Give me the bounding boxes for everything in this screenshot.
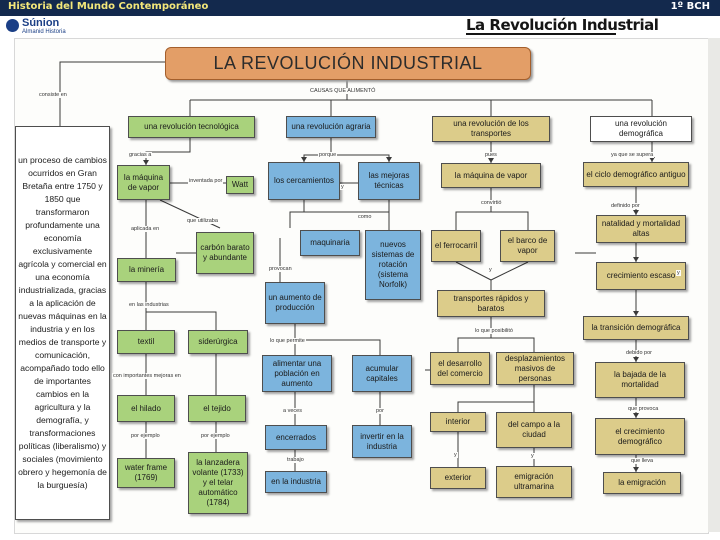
course-level: 1º BCH (670, 1, 710, 12)
link-label: provocan (268, 266, 293, 272)
map-title-banner: LA REVOLUCIÓN INDUSTRIAL (165, 47, 531, 80)
link-label: con importantes mejoras en (112, 373, 182, 379)
node-technical-improvements: las mejoras técnicas (358, 162, 420, 200)
node-fast-cheap-transport: transportes rápidos y baratos (437, 290, 545, 317)
node-invest-industry: invertir en la industria (352, 425, 412, 458)
link-label: que provoca (627, 406, 660, 412)
definition-node: un proceso de cambios ocurridos en Gran … (15, 126, 110, 520)
link-label: que lleva (630, 458, 655, 464)
node-flying-shuttle: la lanzadera volante (1733) y el telar a… (188, 452, 248, 514)
node-textile: textil (117, 330, 175, 354)
link-label: debido por (625, 350, 653, 356)
link-label: en las industrias (128, 302, 170, 308)
node-in-industry: en la industria (265, 471, 327, 493)
map-title: LA REVOLUCIÓN INDUSTRIAL (213, 53, 483, 73)
node-technological-revolution: una revolución tecnológica (128, 116, 255, 138)
link-label: gracias a (128, 152, 153, 158)
title-underline (466, 33, 616, 35)
link-label: ya que se supera (610, 152, 655, 158)
node-accumulate-capital: acumular capitales (352, 355, 412, 392)
link-label: pues (484, 152, 498, 158)
node-emigration: la emigración (603, 472, 681, 494)
link-label: y (453, 452, 458, 458)
link-label: inventada por (188, 178, 224, 184)
logo-subtitle: Almanid Historia (22, 29, 66, 35)
logo: Súnion Almanid Historia (6, 17, 66, 39)
node-production-increase: un aumento de producción (265, 282, 325, 324)
link-label: trabajo (286, 457, 305, 463)
side-strip (708, 38, 720, 532)
node-overseas-emigration: emigración ultramarina (496, 466, 572, 498)
node-enclosed: encerrados (265, 425, 327, 450)
node-exterior: exterior (430, 467, 486, 489)
node-water-frame: water frame (1769) (117, 458, 175, 488)
node-steel: siderúrgica (188, 330, 248, 354)
node-railway: el ferrocarril (431, 230, 481, 262)
node-watt: Watt (226, 176, 254, 194)
node-steam-engine: la máquina de vapor (117, 165, 170, 200)
link-label: que utilizaba (186, 218, 219, 224)
node-rotation-systems: nuevos sistemas de rotación (sistema Nor… (365, 230, 421, 300)
node-old-demographic-cycle: el ciclo demográfico antiguo (583, 162, 689, 187)
node-transport-revolution: una revolución de los transportes (432, 116, 550, 142)
link-label: consiste en (38, 92, 68, 98)
node-demographic-transition: la transición demográfica (583, 316, 689, 340)
link-label: por ejemplo (200, 433, 231, 439)
unit-title: La Revolución Industrial (466, 16, 659, 34)
link-label: y (488, 267, 493, 273)
node-agrarian-revolution: una revolución agraria (286, 116, 376, 138)
link-label: aplicada en (130, 226, 161, 232)
node-cheap-coal: carbón barato y abundante (196, 232, 254, 274)
link-label: lo que posibilitó (474, 328, 514, 334)
link-label: por (375, 408, 385, 414)
link-label: a veces (282, 408, 303, 414)
node-high-birth-death: natalidad y mortalidad altas (596, 215, 686, 243)
node-country-to-city: del campo a la ciudad (496, 412, 572, 448)
node-enclosures: los cercamientos (268, 162, 340, 200)
node-scarce-growth: crecimiento escaso (596, 262, 686, 290)
logo-name: Súnion (22, 17, 60, 29)
node-mining: la minería (117, 258, 176, 282)
node-machinery: maquinaria (300, 230, 360, 256)
link-label: CAUSAS QUE ALIMENTÓ (309, 88, 377, 94)
node-steamship: el barco de vapor (500, 230, 555, 262)
node-demographic-revolution: una revolución demográfica (590, 116, 692, 142)
node-mass-migration: desplazamientos masivos de personas (496, 352, 574, 385)
node-trade-development: el desarrollo del comercio (430, 352, 490, 385)
node-feed-population: alimentar una población en aumento (262, 355, 332, 392)
node-weaving: el tejido (188, 395, 246, 422)
node-mortality-decline: la bajada de la mortalidad (595, 362, 685, 398)
top-banner: Historia del Mundo Contemporáneo 1º BCH (0, 0, 720, 16)
node-steam-engine-transport: la máquina de vapor (441, 163, 541, 188)
link-label: y (530, 453, 535, 459)
course-title: Historia del Mundo Contemporáneo (8, 1, 209, 12)
link-label: y (676, 270, 681, 276)
link-label: por ejemplo (130, 433, 161, 439)
node-demographic-growth: el crecimiento demográfico (595, 418, 685, 455)
link-label: definido por (610, 203, 641, 209)
link-label: lo que permite (269, 338, 306, 344)
node-spinning: el hilado (117, 395, 175, 422)
link-label: convirtió (480, 200, 503, 206)
link-label: porque (318, 152, 338, 158)
link-label: como (357, 214, 373, 220)
logo-globe-icon (6, 19, 19, 32)
node-interior: interior (430, 412, 486, 432)
link-label: y (340, 184, 345, 190)
